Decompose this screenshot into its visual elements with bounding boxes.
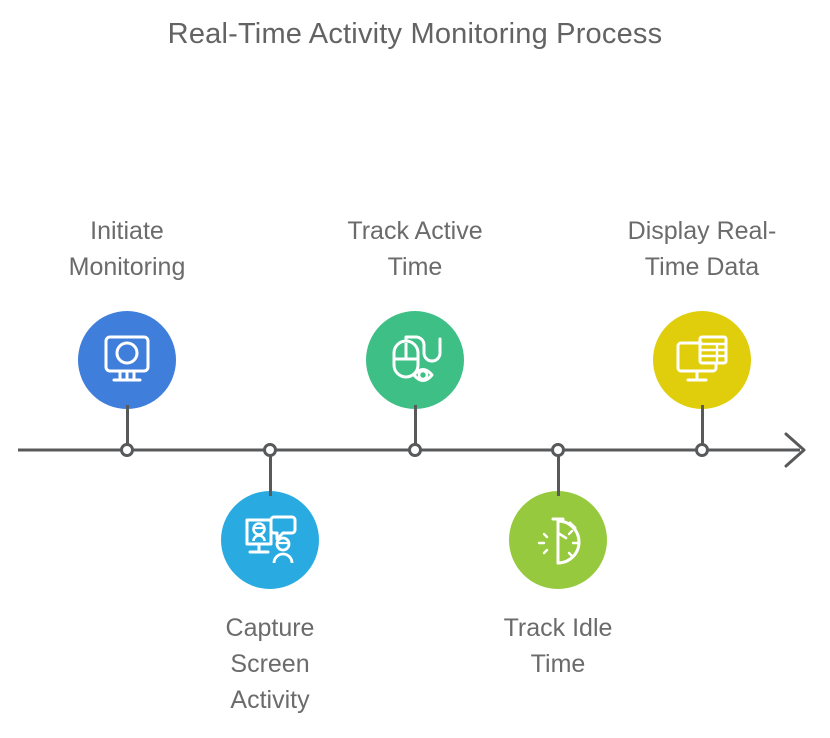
milestone-connector xyxy=(700,405,704,451)
timeline-node-dot[interactable] xyxy=(120,443,134,457)
milestone-label-line: Activity xyxy=(230,686,310,714)
milestone-icon-badge[interactable] xyxy=(366,311,464,409)
milestone-track-active-time[interactable]: Track Active Time xyxy=(315,0,515,738)
milestone-initiate-monitoring[interactable]: Initiate Monitoring xyxy=(27,0,227,738)
timeline-node-dot[interactable] xyxy=(551,443,565,457)
page-title: Real-Time Activity Monitoring Process xyxy=(167,18,663,50)
milestone-label: Track Active Time xyxy=(310,213,520,285)
milestone-label: Display Real- Time Data xyxy=(597,213,807,285)
milestone-track-idle-time[interactable]: Track Idle Time xyxy=(458,0,658,738)
milestone-label-line: Display Real- xyxy=(627,217,777,245)
timeline-node-dot[interactable] xyxy=(408,443,422,457)
milestone-label: Capture Screen Activity xyxy=(165,610,375,718)
milestone-capture-screen-activity[interactable]: Capture Screen Activity xyxy=(170,0,370,738)
milestone-connector xyxy=(413,405,417,451)
milestone-display-real-time-data[interactable]: Display Real- Time Data xyxy=(602,0,802,738)
monitor-spreadsheet-icon xyxy=(676,335,728,382)
milestone-icon-badge[interactable] xyxy=(78,311,176,409)
milestone-connector xyxy=(556,450,560,496)
milestone-label-line: Screen xyxy=(230,650,310,678)
milestone-label-line: Track Active xyxy=(347,217,483,245)
milestone-label: Initiate Monitoring xyxy=(22,213,232,285)
screen-share-chat-icon xyxy=(245,515,297,564)
milestone-label-line: Initiate xyxy=(90,217,164,245)
milestone-icon-badge[interactable] xyxy=(653,311,751,409)
milestone-icon-badge[interactable] xyxy=(509,491,607,589)
milestone-connector xyxy=(125,405,129,451)
webcam-monitor-icon xyxy=(104,335,150,382)
milestone-label: Track Idle Time xyxy=(453,610,663,682)
mouse-eye-icon xyxy=(392,335,442,382)
milestone-label-line: Time xyxy=(387,253,443,281)
milestone-icon-badge[interactable] xyxy=(221,491,319,589)
timeline-node-dot[interactable] xyxy=(695,443,709,457)
milestone-label-line: Track Idle xyxy=(503,614,613,642)
milestone-label-line: Capture xyxy=(225,614,315,642)
timeline-arrowhead-icon xyxy=(784,432,806,468)
milestone-label-line: Time xyxy=(530,650,586,678)
milestone-label-line: Monitoring xyxy=(68,253,186,281)
milestone-label-line: Time Data xyxy=(644,253,760,281)
timeline-node-dot[interactable] xyxy=(263,443,277,457)
half-stopwatch-icon xyxy=(537,517,581,565)
milestone-connector xyxy=(268,450,272,496)
